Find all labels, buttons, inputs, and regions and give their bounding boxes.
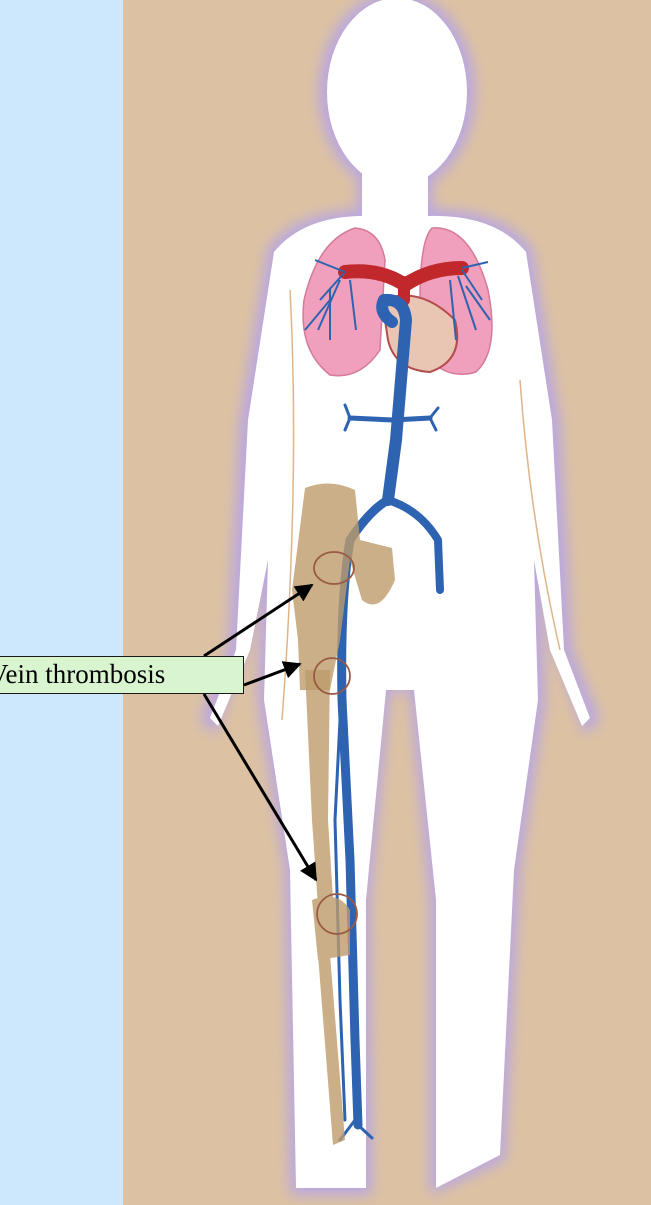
vein-thrombosis-label: Vein thrombosis	[0, 656, 244, 694]
